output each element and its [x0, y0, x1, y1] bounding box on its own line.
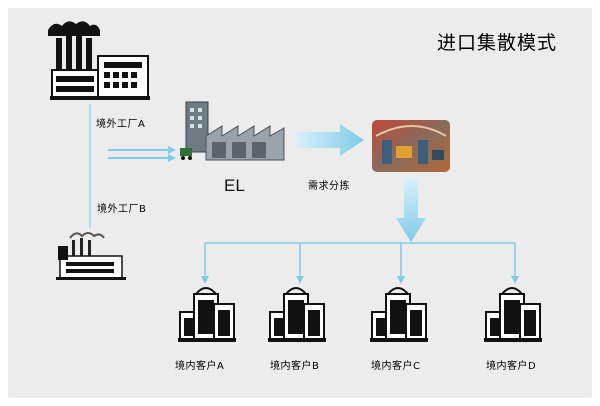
label-factory-a: 境外工厂A: [96, 119, 146, 130]
arrow-sorting-to-customers: [396, 178, 426, 242]
diagram-title: 进口集散模式: [437, 32, 558, 54]
small-factory-icon: [56, 232, 126, 280]
building-icon: [268, 287, 326, 342]
label-customer-b: 境内客户B: [270, 361, 320, 372]
distribution-arrowheads: [201, 276, 519, 284]
building-icon: [484, 287, 542, 342]
label-factory-b: 境外工厂B: [97, 204, 147, 215]
label-customer-c: 境内客户C: [371, 361, 421, 372]
label-el: EL: [224, 176, 245, 195]
building-icon: [370, 287, 428, 342]
arrow-el-to-sorting: [296, 124, 364, 156]
distribution-lines: [204, 242, 516, 278]
warehouse-icon: [180, 101, 285, 161]
label-customer-a: 境内客户A: [175, 361, 225, 372]
label-customer-d: 境内客户D: [486, 361, 537, 372]
label-sorting: 需求分拣: [308, 181, 350, 192]
factory-icon: [48, 21, 150, 100]
inbound-arrows: [108, 146, 176, 162]
sorting-center-image: [372, 120, 450, 172]
building-icon: [178, 287, 236, 342]
